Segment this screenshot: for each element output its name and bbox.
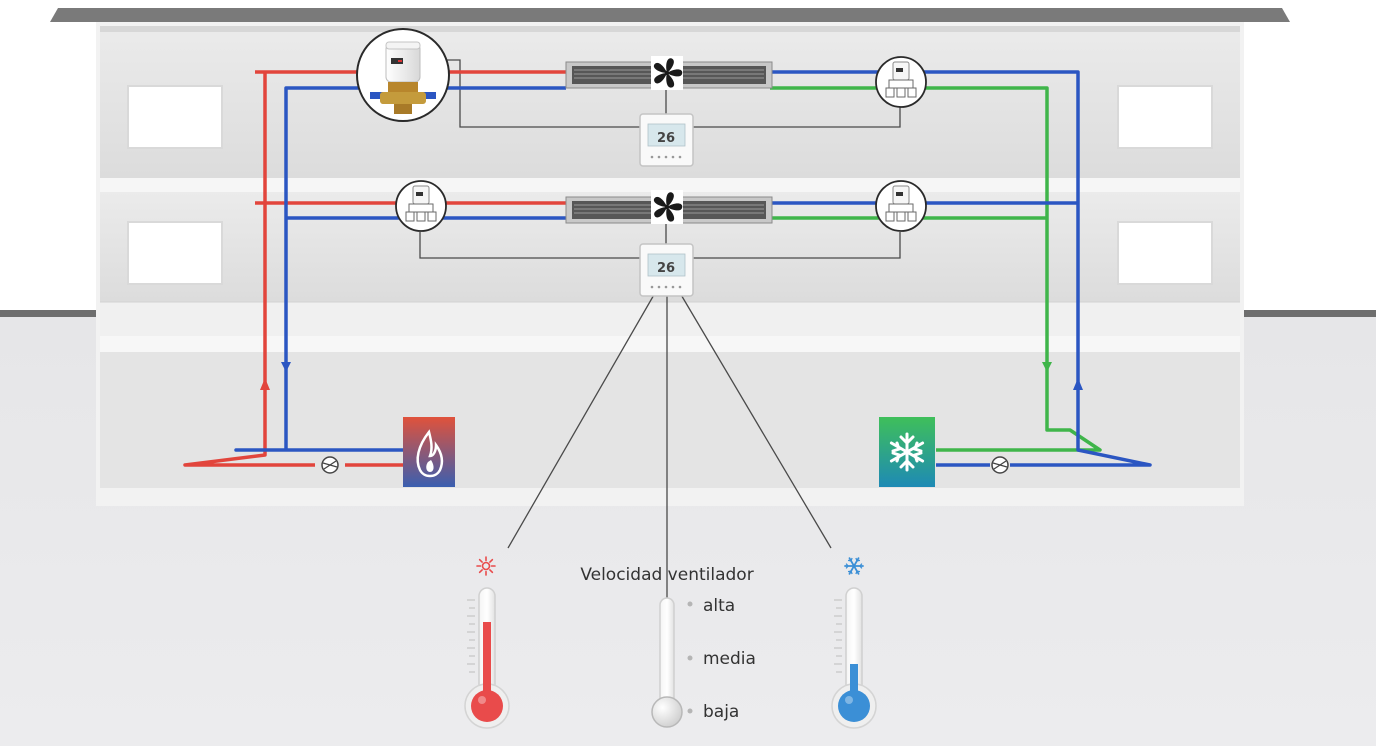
ground-line-right [1244,310,1376,317]
window [127,221,223,285]
ground-line-left [0,310,100,317]
pump-icon [991,456,1009,474]
speed-marker [687,655,693,661]
heating-thermometer [464,587,510,729]
control-wiring [419,59,901,598]
fan-speed-slider [651,597,683,728]
fan-icon [651,56,683,90]
speed-label-low: baja [703,702,739,722]
valve-actuator-icon [395,180,447,232]
flow-arrow-down [281,362,291,372]
fan-speed-title: Velocidad ventilador [580,565,753,585]
valve-actuator-icon [356,28,450,122]
valve-actuator-icon [875,180,927,232]
flow-arrow-up [260,378,270,390]
pump-icon [321,456,339,474]
flow-arrow-down [1042,362,1052,372]
chiller-snowflake-icon [879,417,935,487]
room-thermostat [639,243,694,297]
sun-icon [476,556,496,576]
valve-actuator-icon [875,56,927,108]
speed-marker [687,601,693,607]
speed-label-medium: media [703,649,756,669]
snowflake-icon [844,557,864,575]
speed-marker [687,708,693,714]
window [1117,85,1213,149]
boiler-flame-icon [403,417,455,487]
room-thermostat [639,113,694,167]
fan-speed-knob [651,696,683,728]
thermostat-display-value: 26 [657,131,675,146]
flow-arrow-up [1073,378,1083,390]
thermostat-display-value: 26 [657,261,675,276]
fan-icon [651,190,683,224]
speed-label-high: alta [703,596,735,616]
window [1117,221,1213,285]
roof [50,8,1290,22]
window [127,85,223,149]
cooling-thermometer [831,587,877,729]
